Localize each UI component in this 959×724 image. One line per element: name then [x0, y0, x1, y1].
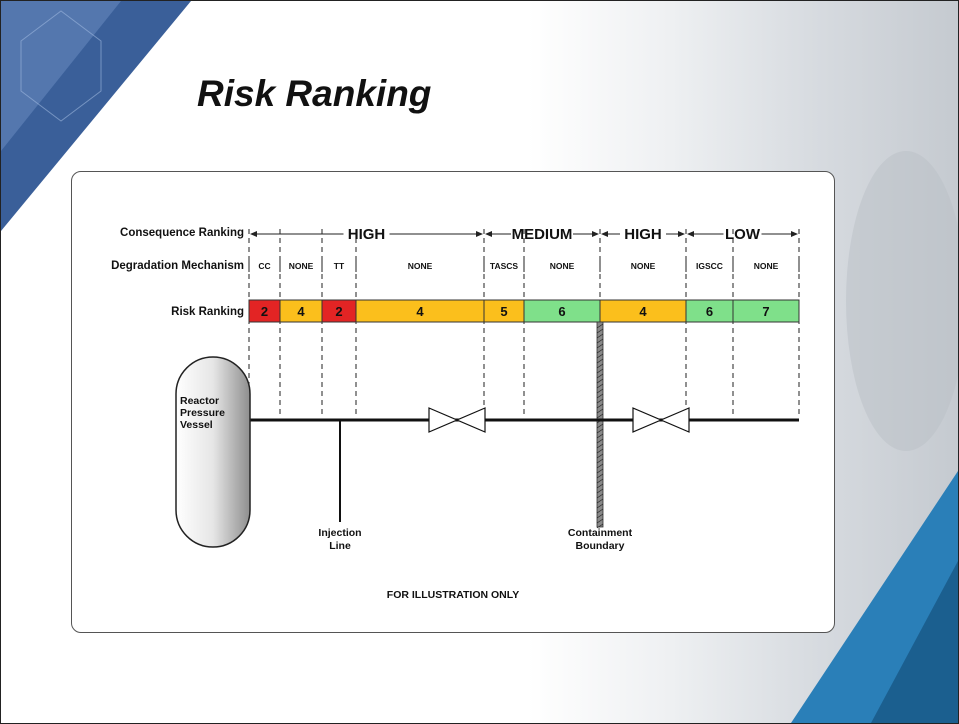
degradation-mechanism-label-cc: CC: [258, 261, 270, 271]
containment-hatch: [596, 368, 604, 374]
consequence-label: LOW: [725, 226, 761, 243]
consequence-label: MEDIUM: [512, 226, 573, 243]
containment-hatch: [596, 488, 604, 494]
consequence-label: HIGH: [348, 226, 386, 243]
risk-segment-value: 2: [335, 304, 342, 319]
consequence-arrowhead-left: [687, 231, 694, 237]
consequence-arrowhead-left: [601, 231, 608, 237]
vessel-label: Vessel: [180, 419, 213, 431]
injection-line-label: Line: [329, 540, 351, 552]
vessel-label: Pressure: [180, 407, 225, 419]
containment-hatch: [596, 363, 604, 369]
containment-hatch: [596, 393, 604, 399]
containment-hatch: [596, 453, 604, 459]
containment-hatch: [596, 523, 604, 529]
containment-hatch: [596, 498, 604, 504]
reactor-pressure-vessel: [175, 356, 251, 548]
containment-boundary-label: Containment: [568, 527, 633, 539]
containment-hatch: [596, 473, 604, 479]
containment-boundary-wall: [596, 321, 604, 528]
containment-hatch: [596, 343, 604, 349]
degradation-mechanism-label-tt: TT: [334, 261, 345, 271]
consequence-arrowhead-right: [678, 231, 685, 237]
containment-hatch: [596, 378, 604, 384]
risk-segment: [732, 299, 800, 323]
consequence-arrowhead-left: [250, 231, 257, 237]
containment-hatch: [596, 478, 604, 484]
containment-hatch: [596, 323, 604, 329]
risk-segment-value: 4: [297, 304, 305, 319]
containment-hatch: [596, 328, 604, 334]
valve-1-left: [428, 407, 459, 433]
containment-hatch: [596, 408, 604, 414]
risk-segment-value: 6: [558, 304, 565, 319]
degradation-mechanism-label-none: NONE: [550, 261, 575, 271]
risk-segment-value: 5: [500, 304, 507, 319]
containment-hatch: [596, 443, 604, 449]
containment-hatch: [596, 518, 604, 524]
degradation-mechanism-label-none: NONE: [408, 261, 433, 271]
containment-boundary-label: Boundary: [575, 540, 624, 552]
risk-segment-value: 6: [706, 304, 713, 319]
containment-hatch: [596, 358, 604, 364]
containment-hatch: [596, 373, 604, 379]
containment-hatch: [596, 348, 604, 354]
containment-hatch: [596, 503, 604, 509]
risk-segment-value: 4: [416, 304, 424, 319]
containment-hatch: [596, 338, 604, 344]
consequence-arrowhead-left: [485, 231, 492, 237]
containment-hatch: [596, 513, 604, 519]
degradation-mechanism-label-none: NONE: [754, 261, 779, 271]
degradation-mechanism-label-none: NONE: [631, 261, 656, 271]
containment-hatch: [596, 398, 604, 404]
containment-hatch: [596, 483, 604, 489]
containment-hatch: [596, 463, 604, 469]
degradation-mechanism-label-tascs: TASCS: [490, 261, 519, 271]
containment-hatch: [596, 428, 604, 434]
risk-ranking-label: Risk Ranking: [171, 306, 244, 318]
consequence-label: HIGH: [624, 226, 662, 243]
containment-hatch: [596, 438, 604, 444]
containment-hatch: [596, 508, 604, 514]
consequence-arrowhead-right: [592, 231, 599, 237]
slide-title: Risk Ranking: [197, 73, 432, 114]
containment-hatch: [596, 493, 604, 499]
risk-segment-value: 7: [762, 304, 769, 319]
injection-line-label: Injection: [318, 527, 361, 539]
containment-hatch: [596, 353, 604, 359]
containment-hatch: [596, 413, 604, 419]
containment-hatch: [596, 458, 604, 464]
containment-hatch: [596, 448, 604, 454]
containment-hatch: [596, 468, 604, 474]
degradation-mechanism-label-none: NONE: [289, 261, 314, 271]
risk-segment-value: 2: [261, 304, 268, 319]
containment-hatch: [596, 333, 604, 339]
containment-hatch: [596, 388, 604, 394]
valve-1-right: [455, 407, 486, 433]
degradation-mechanism-label-igscc: IGSCC: [696, 261, 723, 271]
consequence-arrowhead-right: [791, 231, 798, 237]
containment-hatch: [596, 383, 604, 389]
risk-segment-value: 4: [639, 304, 647, 319]
valve-2-right: [659, 407, 690, 433]
valve-2-left: [632, 407, 663, 433]
consequence-ranking-label: Consequence Ranking: [120, 227, 244, 239]
containment-hatch: [596, 433, 604, 439]
consequence-arrowhead-right: [476, 231, 483, 237]
containment-hatch: [596, 423, 604, 429]
degradation-mechanism-label: Degradation Mechanism: [111, 260, 244, 272]
containment-hatch: [596, 403, 604, 409]
illustration-footnote: FOR ILLUSTRATION ONLY: [387, 589, 519, 601]
vessel-label: Reactor: [180, 395, 219, 407]
